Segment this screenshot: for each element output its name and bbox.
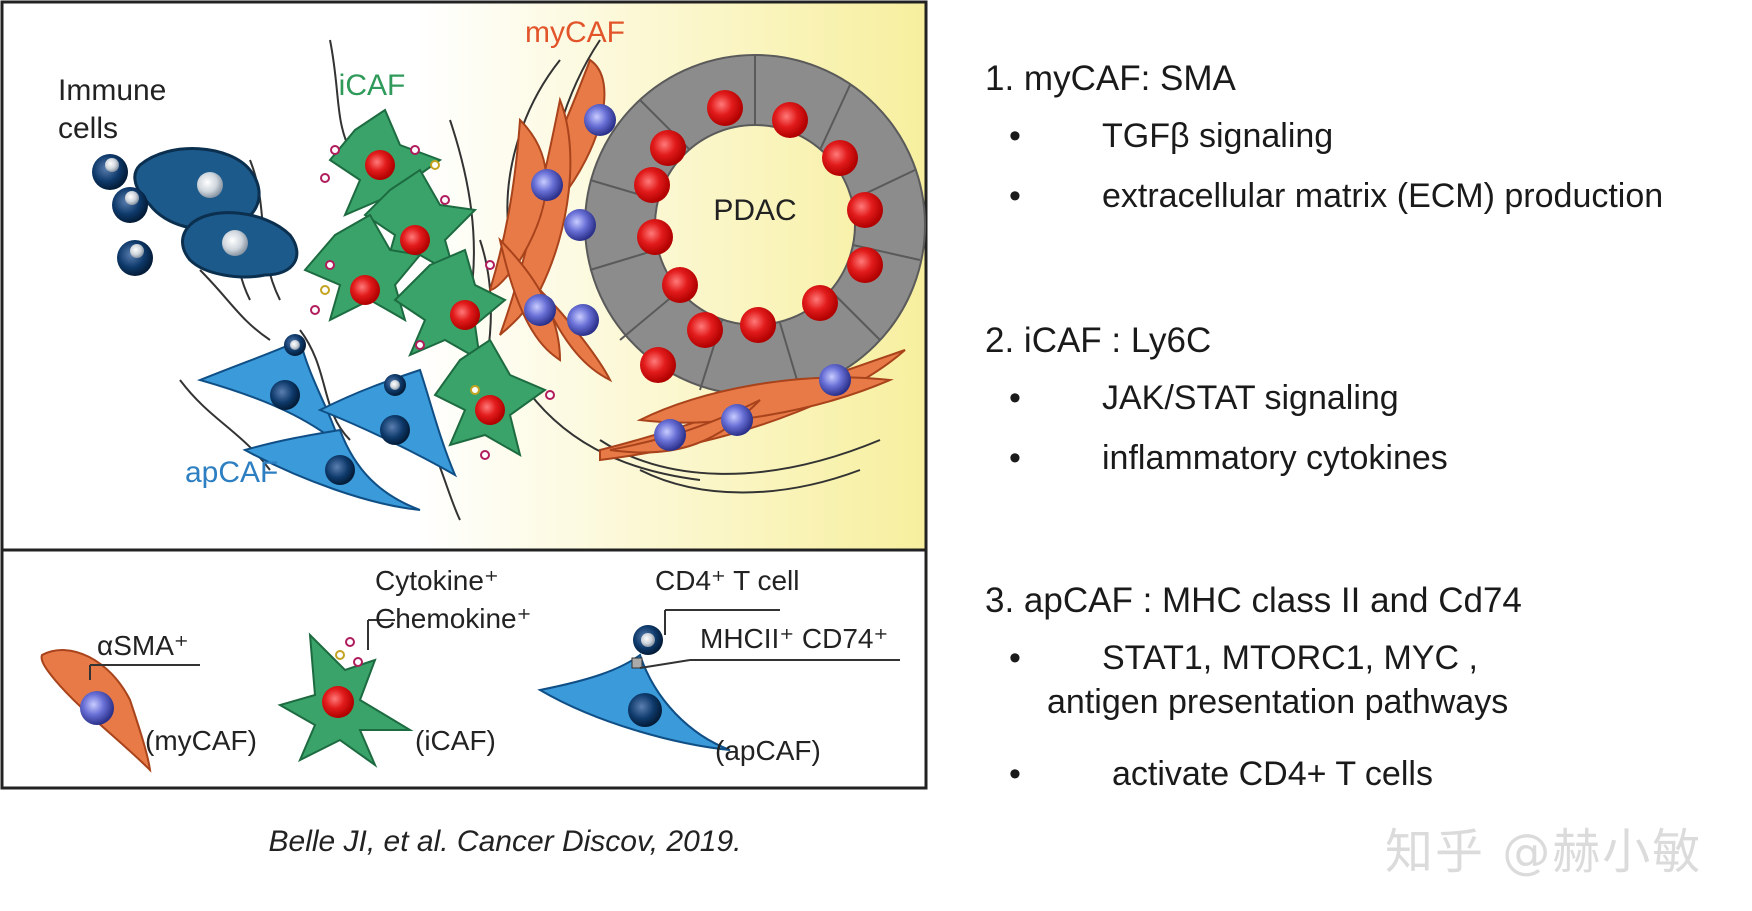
list-item: • TGFβ signaling <box>985 114 1663 158</box>
list-item-text: JAK/STAT signaling <box>1102 379 1399 417</box>
list-item-text-continued: antigen presentation pathways <box>1047 683 1509 721</box>
legend-mycaf-cell <box>40 649 152 773</box>
bullet-dot: • <box>1009 439 1021 477</box>
list-item-text: TGFβ signaling <box>1102 117 1334 155</box>
list-item-text: activate CD4+ T cells <box>1112 755 1433 793</box>
list-item: • extracellular matrix (ECM) production <box>985 174 1663 218</box>
list-item: • JAK/STAT signaling <box>985 376 1448 420</box>
section-apcaf: 3. apCAF : MHC class II and Cd74 • STAT1,… <box>985 580 1522 812</box>
pdac-tumor <box>584 54 926 396</box>
legend-apcaf-cell <box>537 625 731 751</box>
caf-subtype-diagram: PDAC myCAF <box>0 0 928 790</box>
section-icaf-title: 2. iCAF : Ly6C <box>985 321 1212 360</box>
legend-cytokine-label: Cytokine⁺ <box>375 565 499 596</box>
immune-cells <box>92 147 299 279</box>
legend-icaf-label: (iCAF) <box>415 725 496 756</box>
label-immune-line2: cells <box>58 112 118 145</box>
list-item-text: inflammatory cytokines <box>1102 439 1448 477</box>
list-item-text: extracellular matrix (ECM) production <box>1102 177 1664 215</box>
bullet-dot: • <box>1009 639 1021 677</box>
legend-mhc-label: MHCII⁺ CD74⁺ <box>700 623 888 654</box>
cytokine-dots <box>310 145 555 460</box>
icaf-nuclei <box>350 150 505 425</box>
legend-cd4-label: CD4⁺ T cell <box>655 565 799 596</box>
citation: Belle JI, et al. Cancer Discov, 2019. <box>268 825 742 858</box>
label-immune-line1: Immune <box>58 74 166 107</box>
bullet-dot: • <box>1009 117 1021 155</box>
section-mycaf: 1. myCAF: SMA • TGFβ signaling • extracell… <box>985 58 1663 234</box>
legend-apcaf-label: (apCAF) <box>715 735 821 766</box>
label-pdac: PDAC <box>713 194 796 227</box>
list-item: • STAT1, MTORC1, MYC , antigen presentati… <box>985 636 1522 724</box>
bullet-dot: • <box>1009 177 1021 215</box>
list-item-text: STAT1, MTORC1, MYC , <box>1102 639 1478 677</box>
legend-icaf-cell <box>277 632 414 768</box>
section-mycaf-title: 1. myCAF: SMA <box>985 59 1236 98</box>
apcaf-nuclei <box>270 334 410 485</box>
legend-asma-label: αSMA⁺ <box>97 630 189 661</box>
legend-panel <box>0 548 928 790</box>
legend-mhc-leader <box>639 659 691 669</box>
section-icaf: 2. iCAF : Ly6C • JAK/STAT signaling • infl… <box>985 320 1448 496</box>
label-apcaf: apCAF <box>185 456 278 489</box>
list-item: • inflammatory cytokines <box>985 436 1448 480</box>
bullet-dot: • <box>1009 379 1021 417</box>
label-mycaf: myCAF <box>525 16 625 49</box>
mycaf-nuclei <box>524 104 851 451</box>
bullet-dot: • <box>1009 755 1021 793</box>
section-apcaf-title: 3. apCAF : MHC class II and Cd74 <box>985 581 1522 620</box>
label-icaf: iCAF <box>339 69 406 102</box>
legend-mycaf-label: (myCAF) <box>145 725 257 756</box>
watermark: 知乎 @赫小敏 <box>1385 824 1703 880</box>
legend-chemokine-label: Chemokine⁺ <box>375 603 531 634</box>
list-item: • activate CD4+ T cells <box>985 752 1522 796</box>
